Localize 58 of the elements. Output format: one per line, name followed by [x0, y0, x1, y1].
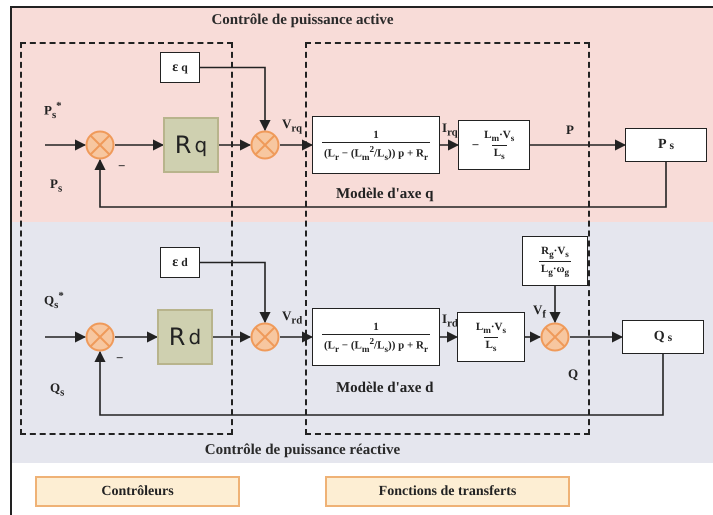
- denominator: (L$_{r}$ − (L$_{m}$$^{2}$/L$_{s}$)) p + R$_{r}$: [322, 334, 430, 354]
- arrow: [45, 139, 86, 151]
- arrow: [440, 331, 458, 343]
- summing-junction: [250, 322, 280, 352]
- arrow: [200, 66, 271, 132]
- summing-junction: [85, 130, 115, 160]
- signal-label: P$_{s}$: [50, 176, 62, 195]
- numerator: R$_{g}$·V$_{s}$: [540, 245, 570, 260]
- signal-label: −: [116, 350, 124, 366]
- arrow: [94, 158, 667, 208]
- numerator: 1: [372, 128, 380, 142]
- arrow: [115, 139, 164, 151]
- signal-label: Modèle d'axe d: [336, 380, 434, 397]
- arrow: [213, 331, 252, 343]
- edge-label: Q: [568, 366, 578, 382]
- arrow: [280, 139, 314, 151]
- arrow: [94, 350, 664, 416]
- arrow: [530, 139, 626, 151]
- arrow: [570, 331, 624, 343]
- summing-junction: [540, 322, 570, 352]
- arrow: [525, 331, 542, 343]
- transfer-function-block: [312, 116, 440, 174]
- arrow: [549, 286, 561, 324]
- arrow: [45, 331, 86, 343]
- legend-tag: Contrôleurs: [35, 476, 240, 507]
- transfer-function-block: [458, 120, 530, 170]
- numerator: 1: [372, 320, 380, 334]
- arrow: [200, 262, 271, 324]
- transfer-function-block: [457, 312, 525, 362]
- signal-label: Q$_{s}$: [50, 380, 64, 399]
- numerator: L$_{m}$·V$_{s}$: [474, 321, 508, 336]
- edge-label: V$_{rd}$: [282, 308, 302, 327]
- signal-label: Modèle d'axe q: [336, 186, 434, 203]
- arrow: [440, 139, 460, 151]
- edge-label: I$_{rq}$: [442, 120, 458, 139]
- denominator: L$_{s}$: [484, 336, 498, 353]
- numerator: L$_{m}$·V$_{s}$: [483, 129, 516, 144]
- arrow: [219, 139, 252, 151]
- band-panel: [12, 222, 713, 463]
- band-title: Contrôle de puissance active: [210, 12, 395, 29]
- signal-label: −: [118, 158, 126, 174]
- minus-sign: −: [472, 137, 480, 153]
- band-panel: [12, 8, 713, 222]
- transfer-function-block: [522, 236, 588, 286]
- denominator: (L$_{r}$ − (L$_{m}$$^{2}$/L$_{s}$)) p + R$_{r}$: [322, 142, 430, 162]
- denominator: L$_{g}$·ω$_{g}$: [538, 260, 572, 277]
- denominator: L$_{s}$: [492, 144, 507, 161]
- band-title: Contrôle de puissance réactive: [204, 442, 402, 459]
- arrow: [115, 331, 158, 343]
- summing-junction: [85, 322, 115, 352]
- summing-junction: [250, 130, 280, 160]
- edge-label: V$_{rq}$: [282, 116, 302, 135]
- arrow: [280, 331, 314, 343]
- edge-label: I$_{rd}$: [442, 311, 458, 330]
- legend-tag: Fonctions de transferts: [325, 476, 570, 507]
- edge-label: V$_{f}$: [533, 302, 546, 321]
- edge-label: P: [566, 122, 574, 138]
- transfer-function-block: [312, 308, 440, 366]
